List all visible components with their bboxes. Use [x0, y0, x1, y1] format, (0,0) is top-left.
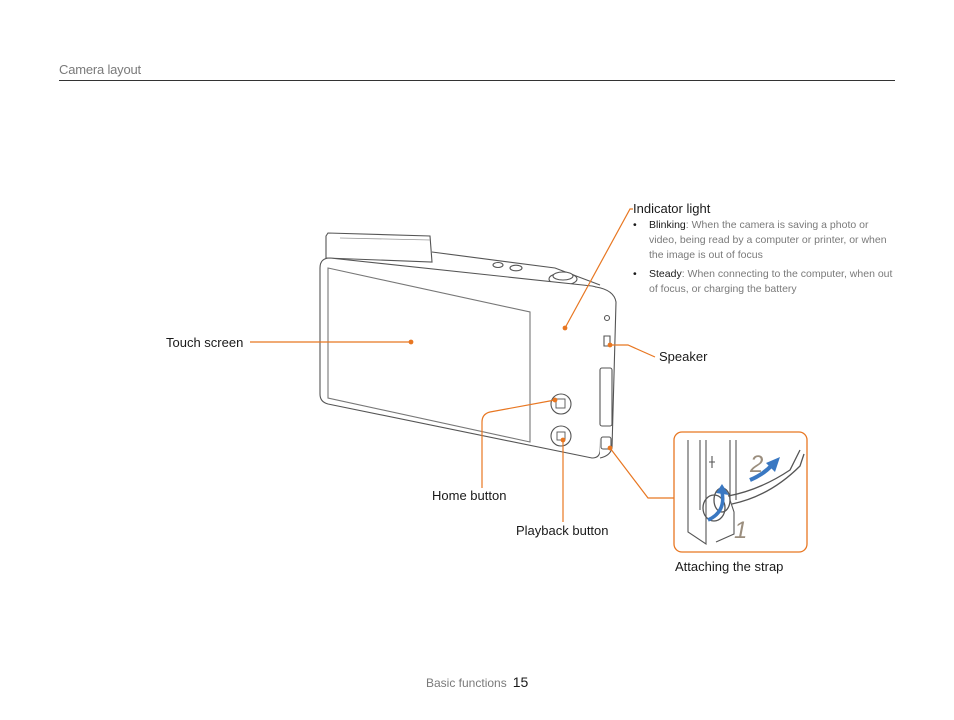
side-port-cover	[599, 367, 613, 427]
indicator-list: Blinking: When the camera is saving a ph…	[633, 218, 895, 297]
callout-line-speaker	[610, 344, 656, 358]
section-title: Camera layout	[59, 62, 141, 77]
indicator-item-steady: Steady: When connecting to the computer,…	[633, 267, 895, 297]
callout-line-indicator	[564, 208, 633, 329]
camera-illustration	[319, 232, 617, 459]
strap-step-2: 2	[749, 451, 763, 478]
header-rule	[59, 80, 895, 81]
zoom-control	[492, 261, 504, 269]
callout-speaker: Speaker	[659, 349, 708, 364]
callout-dots	[408, 325, 613, 451]
playback-button-graphic	[550, 425, 572, 447]
home-button-graphic	[550, 393, 572, 415]
strap-loop	[702, 494, 726, 522]
camera-flash-top	[325, 232, 433, 263]
touch-screen-area	[327, 267, 531, 443]
page-footer: Basic functions 15	[426, 674, 528, 690]
page-number: 15	[512, 674, 529, 690]
footer-section: Basic functions	[426, 676, 507, 690]
usb-symbol	[709, 456, 715, 468]
strap-illustration	[687, 440, 805, 546]
strap-step-1: 1	[734, 517, 747, 544]
callout-lines	[250, 208, 674, 522]
callout-attaching-strap: Attaching the strap	[675, 559, 784, 574]
callout-line-strap	[609, 447, 674, 499]
strap-arrow-1	[707, 491, 725, 522]
indicator-light-description: Indicator light Blinking: When the camer…	[633, 201, 895, 301]
strap-cord	[727, 449, 801, 497]
callout-home-button: Home button	[432, 488, 507, 503]
indicator-item-blinking: Blinking: When the camera is saving a ph…	[633, 218, 895, 263]
callout-playback-button: Playback button	[516, 523, 609, 538]
strap-eyelet	[600, 436, 612, 450]
indicator-title: Indicator light	[633, 201, 711, 216]
callout-line-home	[481, 399, 556, 488]
callout-touch-screen: Touch screen	[166, 335, 244, 350]
